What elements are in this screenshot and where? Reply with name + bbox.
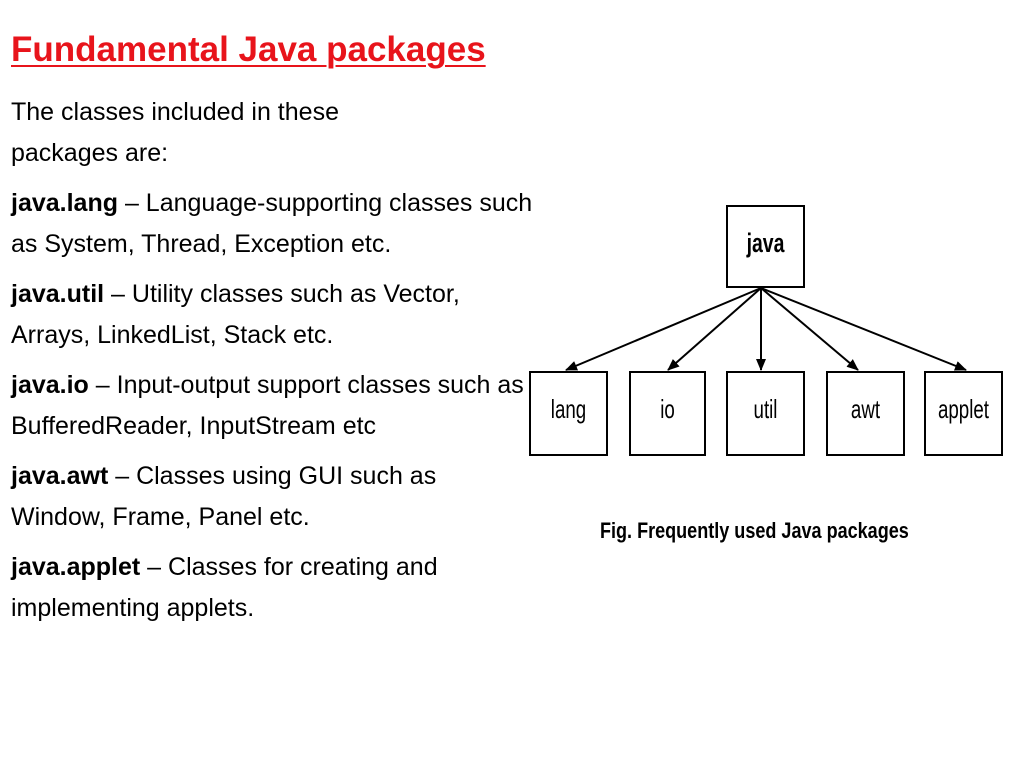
package-term: java.io	[11, 371, 89, 399]
figure-caption: Fig. Frequently used Java packages	[600, 518, 909, 543]
child-label: awt	[851, 394, 881, 424]
separator: –	[118, 189, 146, 217]
child-node-awt: awt	[826, 371, 905, 456]
separator: –	[88, 371, 117, 399]
package-term: java.lang	[11, 189, 118, 217]
root-node: java	[726, 205, 805, 288]
package-item-util: java.util – Utility classes such as Vect…	[11, 274, 536, 356]
slide-title: Fundamental Java packages	[11, 30, 486, 69]
root-label: java	[746, 228, 785, 258]
package-term: java.awt	[11, 462, 109, 490]
diagram-arrows	[565, 287, 967, 371]
child-label: io	[660, 394, 675, 424]
arrow-to-awt	[760, 287, 859, 371]
arrow-to-lang	[565, 287, 762, 371]
child-node-applet: applet	[924, 371, 1003, 456]
package-term: java.applet	[11, 553, 141, 581]
package-desc: Classes using GUI such as Window, Frame,…	[11, 462, 437, 531]
child-node-util: util	[726, 371, 805, 456]
separator: –	[140, 553, 169, 581]
child-label: applet	[938, 394, 990, 424]
arrow-to-applet	[760, 287, 967, 371]
body-text: The classes included in these packages a…	[11, 92, 536, 638]
package-desc: Classes for creating and implementing ap…	[11, 553, 438, 622]
arrow-to-io	[667, 287, 762, 371]
package-item-lang: java.lang – Language-supporting classes …	[11, 183, 536, 265]
package-diagram: java lang io util awt applet	[529, 205, 1003, 456]
package-desc: Language-supporting classes such as Syst…	[11, 189, 533, 258]
child-node-lang: lang	[529, 371, 608, 456]
separator: –	[104, 280, 132, 308]
package-item-awt: java.awt – Classes using GUI such as Win…	[11, 456, 536, 538]
package-desc: Input-output support classes such as Buf…	[11, 371, 524, 440]
package-term: java.util	[11, 280, 105, 308]
intro-text: The classes included in these packages a…	[11, 98, 339, 167]
package-item-applet: java.applet – Classes for creating and i…	[11, 547, 536, 629]
child-node-io: io	[629, 371, 706, 456]
child-label: lang	[551, 394, 586, 424]
child-label: util	[754, 394, 778, 424]
package-desc: Utility classes such as Vector, Arrays, …	[11, 280, 460, 349]
separator: –	[108, 462, 137, 490]
package-item-io: java.io – Input-output support classes s…	[11, 365, 536, 447]
